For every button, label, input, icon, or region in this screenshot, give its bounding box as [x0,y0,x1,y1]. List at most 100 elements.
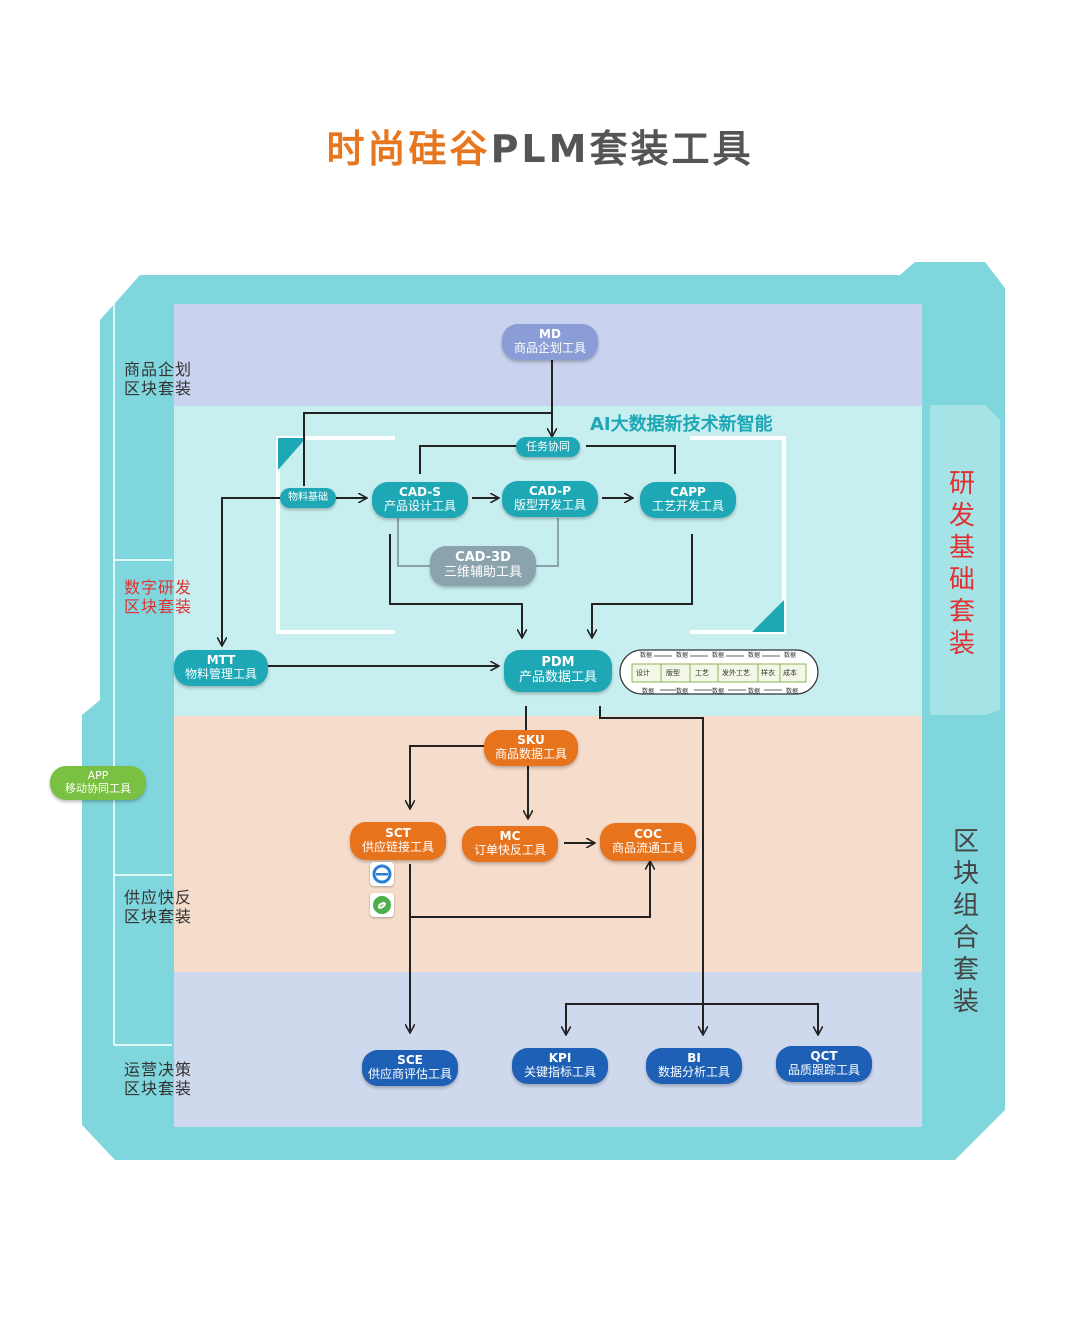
block-label-line: 区块套装 [124,597,193,616]
block-label-supply: 供应快反 区块套装 [124,888,192,926]
flow-cell: 设计 [636,669,650,677]
node-mc[interactable]: MC 订单快反工具 [462,826,558,862]
vchar: 合 [952,923,979,953]
node-code: CAD-P [528,484,572,499]
vchar: 础 [948,565,975,595]
title-rest: PLM套装工具 [490,127,754,171]
node-name: 商品数据工具 [494,747,567,761]
flow-data-label: 数据 [642,688,655,695]
vchar: 装 [948,629,975,659]
node-qct[interactable]: QCT 品质跟踪工具 [776,1046,872,1082]
node-name: 移动协同工具 [65,782,131,795]
node-code: BI [687,1051,701,1066]
page-title: 时尚硅谷PLM套装工具 [0,118,1080,173]
vchar: 区 [952,827,979,857]
flow-cell: 样衣 [761,669,775,677]
node-material[interactable]: 物料基础 [280,488,336,508]
vchar: 组 [952,891,979,921]
node-sce[interactable]: SCE 供应商评估工具 [362,1050,458,1086]
flow-data-label: 数据 [712,688,725,695]
node-mtt[interactable]: MTT 物料管理工具 [174,650,268,686]
flow-data-label: 数据 [676,688,689,695]
node-code: QCT [810,1049,838,1064]
block-label-line: 区块套装 [124,379,193,398]
node-pdm[interactable]: PDM 产品数据工具 [504,650,612,692]
flow-data-label: 数据 [712,652,725,659]
rd-side-panel [930,405,1000,715]
flow-data-label: 数据 [784,652,797,659]
node-kpi[interactable]: KPI 关键指标工具 [512,1048,608,1084]
node-name: 任务协同 [526,439,570,453]
node-code: CAD-S [399,485,441,500]
node-name: 物料管理工具 [184,667,257,681]
vchar: 套 [948,597,975,627]
node-code: SCT [385,826,411,841]
vchar: 套 [952,955,979,985]
flow-cell: 工艺 [695,669,709,677]
node-code: CAPP [670,485,706,500]
block-label-line: 运营决策 [124,1060,193,1079]
vchar: 装 [952,987,979,1017]
node-name: 商品流通工具 [611,841,684,855]
flow-data-label: 数据 [748,652,761,659]
node-name: 数据分析工具 [657,1065,730,1079]
block-label-line: 区块套装 [124,907,193,926]
node-name: 供应商评估工具 [367,1067,452,1081]
block-combo-label: 区 块 组 合 套 装 [950,826,982,1018]
node-cad-s[interactable]: CAD-S 产品设计工具 [372,482,468,518]
flow-data-labels: 数据 数据 数据 数据 数据 数据 数据 数据 数据 数据 [620,650,818,695]
node-capp[interactable]: CAPP 工艺开发工具 [640,482,736,518]
node-code: MC [499,829,521,844]
node-coc[interactable]: COC 商品流通工具 [600,823,696,861]
vchar: 块 [952,859,979,889]
node-name: 物料基础 [288,492,328,504]
vchar: 发 [948,501,975,531]
flow-cell: 成本 [783,669,797,677]
block-label-line: 供应快反 [124,888,193,907]
node-code: SCE [397,1053,423,1068]
node-cad-3d[interactable]: CAD-3D 三维辅助工具 [430,546,536,586]
node-code: MD [539,327,561,342]
node-name: 品质跟踪工具 [787,1063,860,1077]
node-name: 工艺开发工具 [651,499,724,513]
node-sct[interactable]: SCT 供应链接工具 [350,822,446,860]
flow-cells: 设计 版型 工艺 发外工艺 样衣 成本 [632,664,806,682]
flow-cell: 发外工艺 [722,669,750,677]
node-name: 订单快反工具 [473,843,546,857]
node-code: COC [634,827,662,842]
ai-label: AI大数据新技术新智能 [590,414,773,435]
flow-cell: 版型 [666,669,680,677]
block-label-line: 数字研发 [124,578,193,597]
node-name: 产品数据工具 [518,670,597,685]
process-flow-loop [619,649,819,695]
block-label-planning: 商品企划 区块套装 [124,360,192,398]
vchar: 研 [948,469,975,499]
node-name: 关键指标工具 [523,1065,596,1079]
node-code: PDM [541,655,575,671]
node-name: 商品企划工具 [513,341,586,355]
node-task[interactable]: 任务协同 [516,437,580,457]
block-label-ops: 运营决策 区块套装 [124,1060,192,1098]
node-code: CAD-3D [455,550,511,566]
node-code: APP [87,769,109,783]
ie-icon [370,862,394,886]
corner-triangle-top [278,438,306,470]
corner-triangle-bottom [752,600,784,632]
node-cad-p[interactable]: CAD-P 版型开发工具 [502,481,598,517]
node-sku[interactable]: SKU 商品数据工具 [484,730,578,766]
flow-data-label: 数据 [676,652,689,659]
node-code: MTT [206,653,236,668]
flow-data-label: 数据 [786,688,799,695]
rd-foundation-label: 研 发 基 础 套 装 [946,468,978,660]
block-label-line: 商品企划 [124,360,193,379]
node-md[interactable]: MD 商品企划工具 [502,324,598,360]
node-app[interactable]: APP 移动协同工具 [50,766,146,800]
node-code: SKU [517,733,545,748]
vchar: 基 [948,533,975,563]
block-label-line: 区块套装 [124,1079,193,1098]
flow-data-label: 数据 [748,688,761,695]
block-label-rd: 数字研发 区块套装 [124,578,192,616]
mini-program-icon [370,893,394,917]
node-bi[interactable]: BI 数据分析工具 [646,1048,742,1084]
flow-data-label: 数据 [640,652,653,659]
